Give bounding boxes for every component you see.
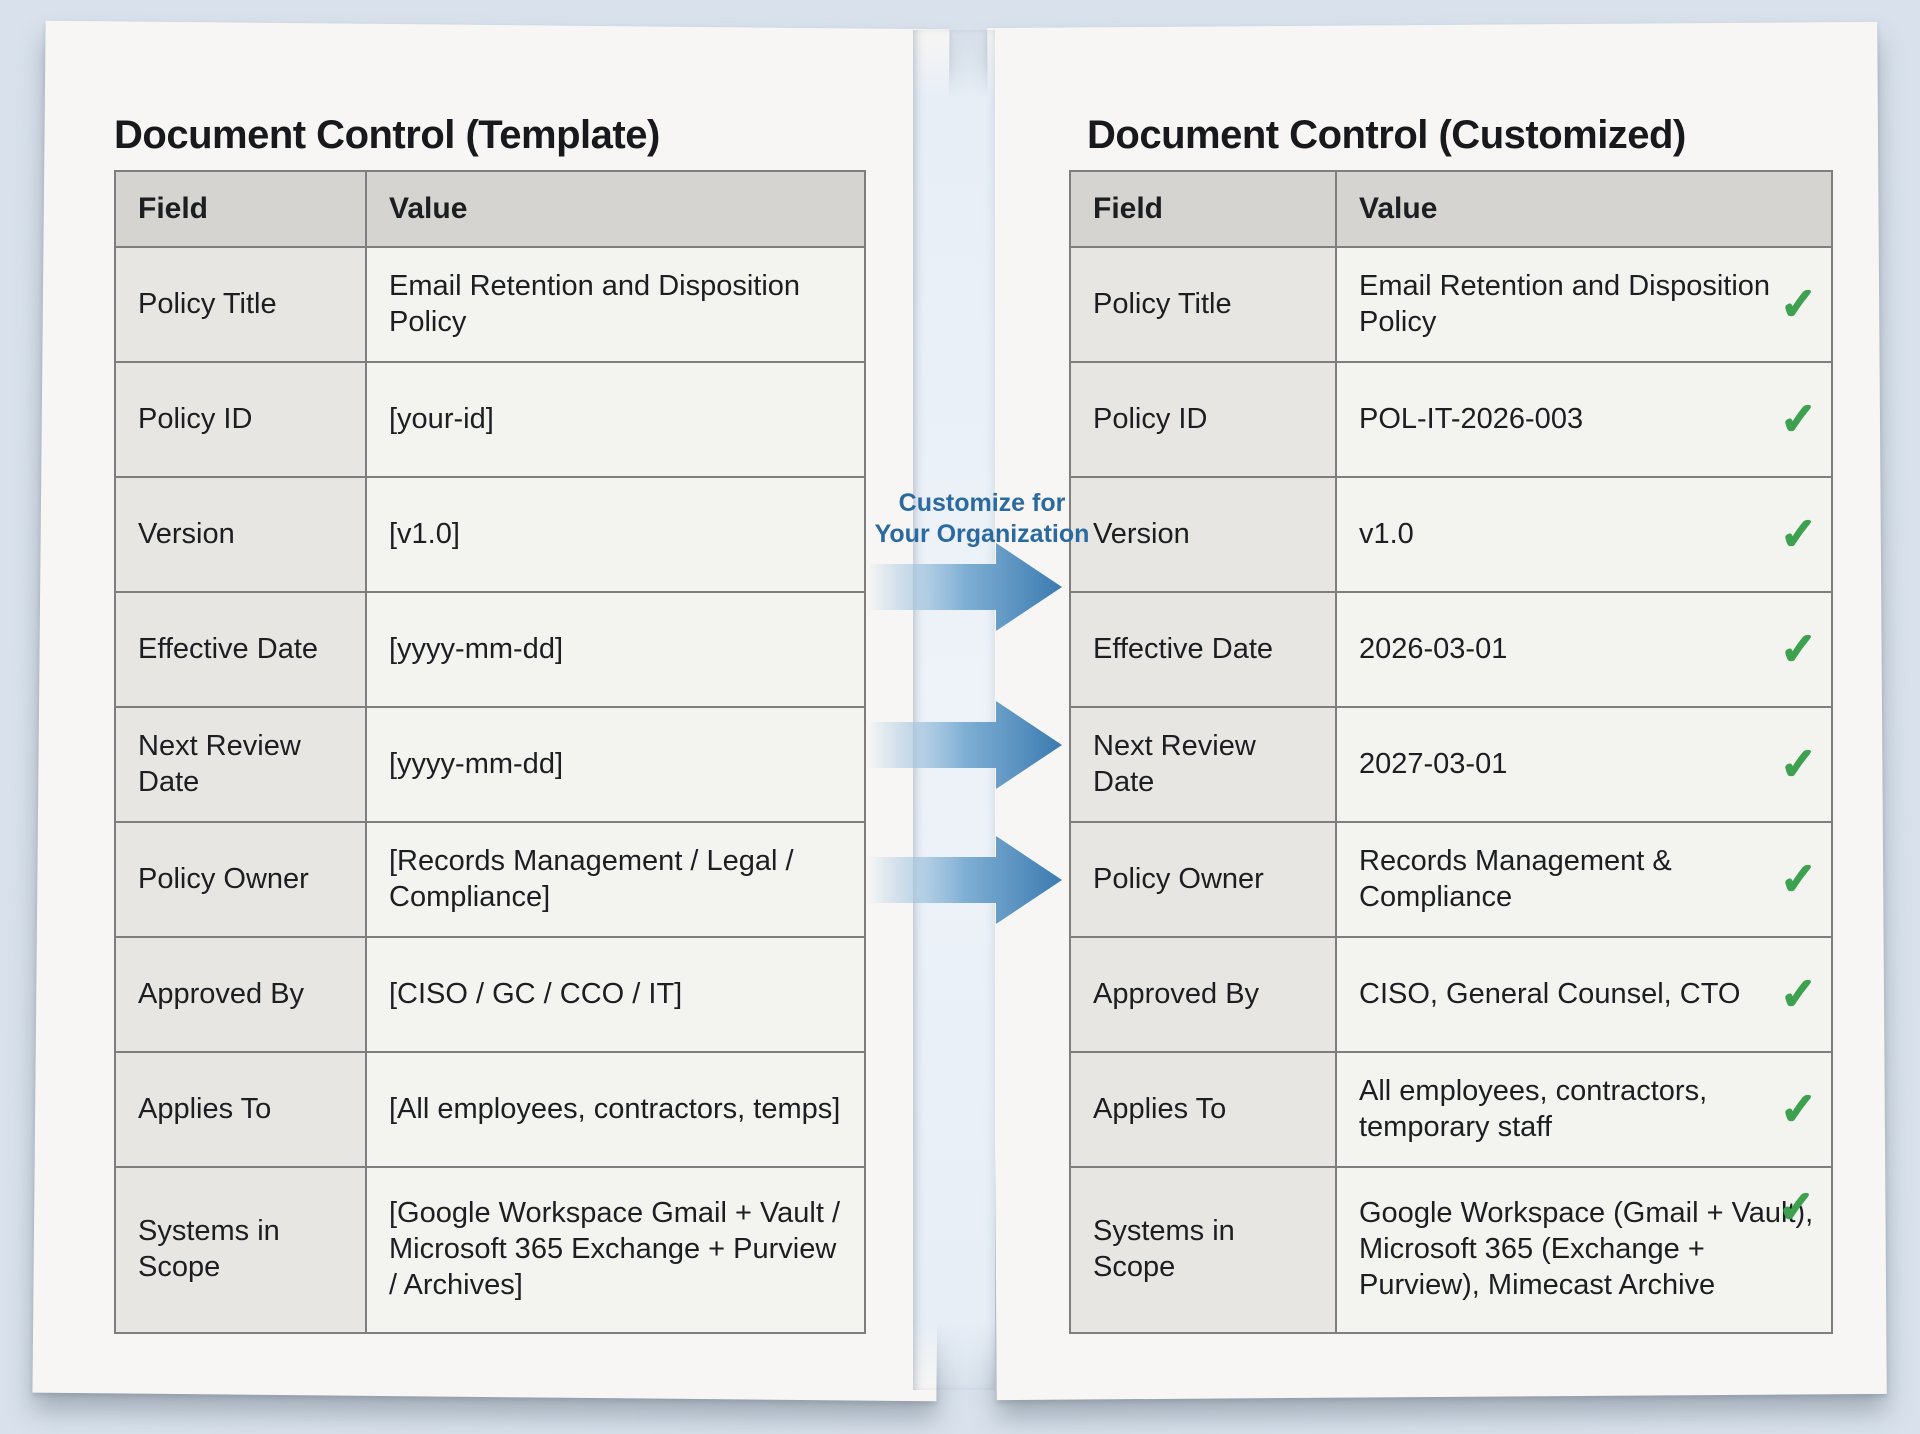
field-cell: Applies To [1069, 1051, 1337, 1168]
value-cell: Google Workspace (Gmail + Vault), Micros… [1335, 1166, 1833, 1334]
table-row: Version [v1.0] [114, 476, 866, 593]
table-header-row: Field Value [114, 170, 866, 248]
check-icon: ✓ [1779, 509, 1817, 559]
value-cell: [Records Management / Legal / Compliance… [365, 821, 866, 938]
field-cell: Approved By [114, 936, 367, 1053]
field-cell: Effective Date [1069, 591, 1337, 708]
template-panel-title: Document Control (Template) [114, 113, 660, 157]
value-cell: [v1.0] [365, 476, 866, 593]
value-cell: Email Retention and Disposition Policy [365, 246, 866, 363]
table-row: Effective Date 2026-03-01 ✓ [1069, 591, 1833, 708]
value-cell: [yyyy-mm-dd] [365, 591, 866, 708]
column-header-value: Value [1335, 170, 1833, 248]
value-cell: [Google Workspace Gmail + Vault / Micros… [365, 1166, 866, 1334]
arrow-right-icon [868, 543, 1062, 631]
table-header-row: Field Value [1069, 170, 1833, 248]
field-cell: Policy ID [1069, 361, 1337, 478]
field-cell: Systems in Scope [114, 1166, 367, 1334]
field-cell: Effective Date [114, 591, 367, 708]
check-icon: ✓ [1779, 279, 1817, 329]
check-icon: ✓ [1777, 1183, 1815, 1232]
value-text: 2027-03-01 [1359, 747, 1508, 780]
value-text: 2026-03-01 [1359, 632, 1508, 665]
value-cell: POL-IT-2026-003 ✓ [1335, 361, 1833, 478]
table-row: Policy ID [your-id] [114, 361, 866, 478]
value-cell: [CISO / GC / CCO / IT] [365, 936, 866, 1053]
value-cell: [yyyy-mm-dd] [365, 706, 866, 823]
table-row: Next Review Date [yyyy-mm-dd] [114, 706, 866, 823]
table-row: Systems in Scope Google Workspace (Gmail… [1069, 1166, 1833, 1334]
field-cell: Policy Owner [114, 821, 367, 938]
table-row: Applies To [All employees, contractors, … [114, 1051, 866, 1168]
table-row: Approved By [CISO / GC / CCO / IT] [114, 936, 866, 1053]
customize-annotation-line1: Customize for [898, 489, 1066, 517]
check-icon: ✓ [1779, 854, 1817, 904]
table-row: Policy ID POL-IT-2026-003 ✓ [1069, 361, 1833, 478]
check-icon: ✓ [1779, 394, 1817, 444]
table-row: Applies To All employees, contractors, t… [1069, 1051, 1833, 1168]
field-cell: Next Review Date [1069, 706, 1337, 823]
value-text: Google Workspace (Gmail + Vault), Micros… [1359, 1197, 1814, 1301]
table-row: Approved By CISO, General Counsel, CTO ✓ [1069, 936, 1833, 1053]
column-header-field: Field [114, 170, 367, 248]
value-cell: v1.0 ✓ [1335, 476, 1833, 593]
template-field-value-table: Field Value Policy Title Email Retention… [114, 170, 866, 1334]
customize-annotation-line2: Your Organization [874, 520, 1090, 548]
table-row: Systems in Scope [Google Workspace Gmail… [114, 1166, 866, 1334]
check-icon: ✓ [1779, 624, 1817, 674]
customize-annotation: Customize for Your Organization [858, 488, 1106, 550]
value-cell: 2026-03-01 ✓ [1335, 591, 1833, 708]
field-cell: Policy Owner [1069, 821, 1337, 938]
value-cell: Email Retention and Disposition Policy✓ [1335, 246, 1833, 363]
column-header-value: Value [365, 170, 866, 248]
value-cell: 2027-03-01 ✓ [1335, 706, 1833, 823]
field-cell: Policy ID [114, 361, 367, 478]
field-cell: Version [114, 476, 367, 593]
value-cell: [your-id] [365, 361, 866, 478]
field-cell: Approved By [1069, 936, 1337, 1053]
customized-field-value-table: Field Value Policy Title Email Retention… [1069, 170, 1833, 1334]
table-row: Policy Title Email Retention and Disposi… [1069, 246, 1833, 363]
value-text: v1.0 [1359, 517, 1414, 550]
check-icon: ✓ [1779, 969, 1817, 1019]
template-panel: Document Control (Template) Field Value … [41, 27, 941, 1395]
value-text: Records Management & Compliance [1359, 844, 1672, 913]
table-row: Policy Title Email Retention and Disposi… [114, 246, 866, 363]
value-cell: CISO, General Counsel, CTO ✓ [1335, 936, 1833, 1053]
arrow-right-icon [868, 701, 1062, 789]
gradient-band [913, 30, 995, 1390]
field-cell: Systems in Scope [1069, 1166, 1337, 1334]
check-icon: ✓ [1779, 1084, 1817, 1134]
field-cell: Policy Title [1069, 246, 1337, 363]
field-cell: Next Review Date [114, 706, 367, 823]
customized-panel-title: Document Control (Customized) [1087, 113, 1686, 157]
customized-panel: Document Control (Customized) Field Valu… [994, 27, 1880, 1395]
value-cell: Records Management & Compliance ✓ [1335, 821, 1833, 938]
check-icon: ✓ [1779, 739, 1817, 789]
value-text: Email Retention and Disposition Policy [1359, 269, 1771, 338]
arrow-right-icon [868, 836, 1062, 924]
value-cell: All employees, contractors, temporary st… [1335, 1051, 1833, 1168]
value-cell: [All employees, contractors, temps] [365, 1051, 866, 1168]
value-text: POL-IT-2026-003 [1359, 402, 1584, 435]
column-header-field: Field [1069, 170, 1337, 248]
table-row: Next Review Date 2027-03-01 ✓ [1069, 706, 1833, 823]
table-row: Policy Owner Records Management & Compli… [1069, 821, 1833, 938]
table-row: Version v1.0 ✓ [1069, 476, 1833, 593]
table-row: Effective Date [yyyy-mm-dd] [114, 591, 866, 708]
field-cell: Applies To [114, 1051, 367, 1168]
value-text: CISO, General Counsel, CTO [1359, 977, 1741, 1010]
table-row: Policy Owner [Records Management / Legal… [114, 821, 866, 938]
value-text: All employees, contractors, temporary st… [1359, 1074, 1708, 1143]
field-cell: Policy Title [114, 246, 367, 363]
field-cell: Version [1069, 476, 1337, 593]
